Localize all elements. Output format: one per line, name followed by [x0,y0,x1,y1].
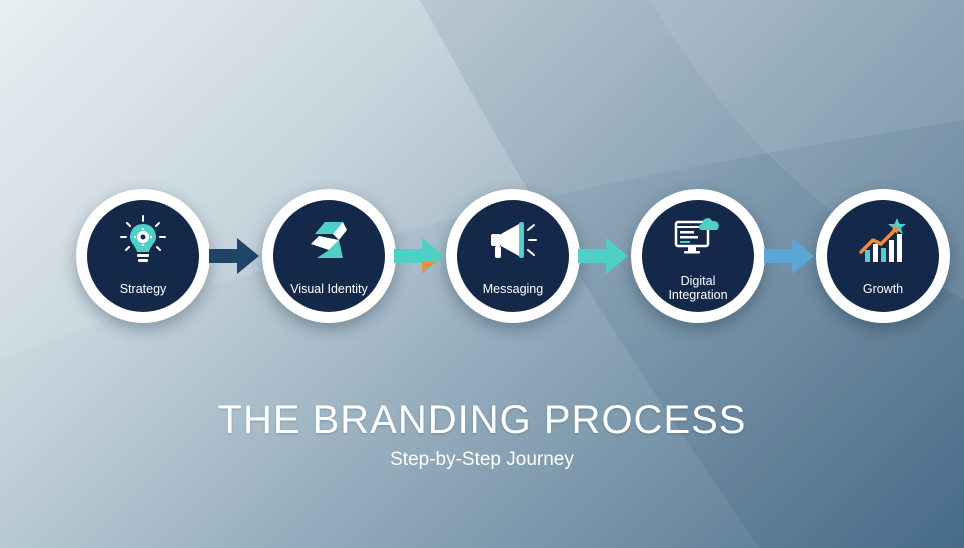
arrow-connector [578,238,628,274]
logo-mark-icon [311,222,347,258]
step-visual-identity: Visual Identity [262,189,396,323]
page-title: THE BRANDING PROCESS [217,398,747,442]
step-messaging: Messaging [446,189,580,323]
step-circle: Growth [827,200,939,312]
lightbulb-gear-icon [120,215,166,262]
step-circle: Messaging [457,200,569,312]
step-label: Visual Identity [290,282,368,296]
step-label: Messaging [482,282,544,296]
arrow-connector [394,238,444,274]
monitor-cloud-icon [674,218,719,254]
step-strategy: Strategy [76,189,210,323]
step-growth: Growth [816,189,950,323]
growth-chart-star-icon [859,218,906,262]
step-circle: Digital Integration [642,200,754,312]
megaphone-icon [491,222,537,258]
step-label: Growth [862,282,904,296]
arrow-connector [764,238,814,274]
step-circle: Strategy [87,200,199,312]
step-label-line: Integration [668,288,728,302]
step-label-digital-integration: Digital Integration [646,274,750,302]
arrow-connector [209,238,259,274]
step-circle: Visual Identity [273,200,385,312]
step-label-line: Digital [680,274,716,288]
page-subtitle: Step-by-Step Journey [390,449,574,470]
step-label: Strategy [119,282,167,296]
step-digital-integration: Digital Integration [631,189,765,323]
